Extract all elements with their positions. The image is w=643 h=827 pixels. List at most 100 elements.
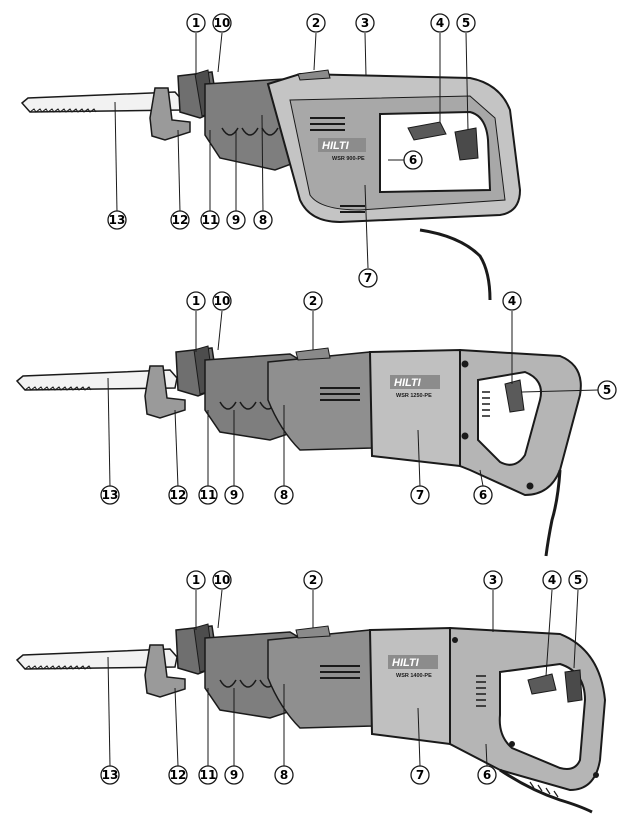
callout-8: 8 xyxy=(274,765,294,785)
svg-text:8: 8 xyxy=(259,213,267,227)
svg-text:10: 10 xyxy=(214,16,231,30)
svg-text:2: 2 xyxy=(309,294,317,308)
saw-figure-2: HILTI WSR 1250-PE 1 10 2 4 5 6 7 8 9 11 xyxy=(15,291,617,557)
svg-text:6: 6 xyxy=(409,153,417,167)
callout-9: 9 xyxy=(224,765,244,785)
top-button-2 xyxy=(295,625,331,639)
svg-text:7: 7 xyxy=(416,768,424,782)
switch-trigger xyxy=(407,121,447,141)
callout-8: 8 xyxy=(253,210,273,230)
svg-text:2: 2 xyxy=(312,16,320,30)
svg-text:12: 12 xyxy=(172,213,189,227)
switch-trigger xyxy=(527,673,557,695)
callout-12: 12 xyxy=(168,485,188,505)
svg-text:6: 6 xyxy=(479,488,487,502)
callout-13: 13 xyxy=(100,485,120,505)
model-label: WSR 1250-PE xyxy=(396,393,432,399)
svg-text:9: 9 xyxy=(230,768,238,782)
switch-trigger xyxy=(504,379,525,413)
model-label: WSR 900-PE xyxy=(332,156,365,162)
callout-10: 10 xyxy=(212,570,232,590)
callout-11: 11 xyxy=(200,210,220,230)
brand-logo: HILTI xyxy=(392,657,420,669)
callout-7: 7 xyxy=(358,268,378,288)
svg-text:10: 10 xyxy=(214,294,231,308)
callout-8: 8 xyxy=(274,485,294,505)
callout-2: 2 xyxy=(303,570,323,590)
speed-wheel xyxy=(454,127,479,161)
svg-text:13: 13 xyxy=(102,488,119,502)
svg-text:13: 13 xyxy=(109,213,126,227)
svg-text:11: 11 xyxy=(200,488,217,502)
callout-2: 2 xyxy=(306,13,326,33)
callout-9: 9 xyxy=(226,210,246,230)
brand-logo: HILTI xyxy=(394,377,422,389)
callout-4: 4 xyxy=(502,291,522,311)
callout-11: 11 xyxy=(198,485,218,505)
adjustable-foot xyxy=(149,87,191,141)
top-button-2 xyxy=(295,347,331,361)
callout-1: 1 xyxy=(186,291,206,311)
svg-text:8: 8 xyxy=(280,488,288,502)
callout-3: 3 xyxy=(483,570,503,590)
callout-3: 3 xyxy=(355,13,375,33)
callout-6: 6 xyxy=(403,150,423,170)
adjustable-foot xyxy=(144,644,186,698)
callout-6: 6 xyxy=(473,485,493,505)
svg-text:7: 7 xyxy=(364,271,372,285)
svg-text:1: 1 xyxy=(192,294,200,308)
svg-text:7: 7 xyxy=(416,488,424,502)
svg-text:3: 3 xyxy=(361,16,369,30)
callout-13: 13 xyxy=(107,210,127,230)
svg-text:6: 6 xyxy=(483,768,491,782)
callout-7: 7 xyxy=(410,765,430,785)
adjustable-foot xyxy=(144,365,186,419)
svg-text:4: 4 xyxy=(548,573,556,587)
power-cord xyxy=(499,768,593,814)
svg-text:1: 1 xyxy=(192,16,200,30)
svg-text:8: 8 xyxy=(280,768,288,782)
svg-text:5: 5 xyxy=(462,16,470,30)
motor-housing xyxy=(368,348,461,468)
callout-5: 5 xyxy=(597,380,617,400)
svg-text:9: 9 xyxy=(230,488,238,502)
callout-13: 13 xyxy=(100,765,120,785)
svg-text:12: 12 xyxy=(170,768,187,782)
svg-text:4: 4 xyxy=(508,294,516,308)
top-button-2 xyxy=(297,69,331,81)
svg-text:3: 3 xyxy=(489,573,497,587)
svg-text:9: 9 xyxy=(232,213,240,227)
blade-teeth xyxy=(29,108,97,113)
svg-text:2: 2 xyxy=(309,573,317,587)
callout-1: 1 xyxy=(186,570,206,590)
callout-7: 7 xyxy=(410,485,430,505)
speed-wheel xyxy=(564,669,583,703)
callout-10: 10 xyxy=(212,291,232,311)
callout-5: 5 xyxy=(456,13,476,33)
saw-figure-1: HILTI WSR 900-PE 1 10 2 3 4 5 6 7 8 9 11… xyxy=(20,13,522,301)
callout-12: 12 xyxy=(168,765,188,785)
svg-text:4: 4 xyxy=(436,16,444,30)
motor-housing xyxy=(368,626,451,746)
callout-9: 9 xyxy=(224,485,244,505)
callout-12: 12 xyxy=(170,210,190,230)
logo-plate xyxy=(390,375,440,389)
callout-4: 4 xyxy=(430,13,450,33)
svg-text:5: 5 xyxy=(574,573,582,587)
handle-opening xyxy=(477,370,542,466)
svg-text:5: 5 xyxy=(603,383,611,397)
callout-6: 6 xyxy=(477,765,497,785)
callout-2: 2 xyxy=(303,291,323,311)
logo-plate xyxy=(388,655,438,669)
brand-logo: HILTI xyxy=(322,140,350,152)
model-label: WSR 1400-PE xyxy=(396,673,432,679)
svg-text:10: 10 xyxy=(214,573,231,587)
saw-figure-3: HILTI WSR 1400-PE 1 10 2 3 4 5 6 7 8 xyxy=(15,570,607,814)
callout-10: 10 xyxy=(212,13,232,33)
power-cord xyxy=(544,469,562,557)
svg-text:11: 11 xyxy=(200,768,217,782)
svg-text:12: 12 xyxy=(170,488,187,502)
logo-plate xyxy=(318,138,366,152)
callout-11: 11 xyxy=(198,765,218,785)
